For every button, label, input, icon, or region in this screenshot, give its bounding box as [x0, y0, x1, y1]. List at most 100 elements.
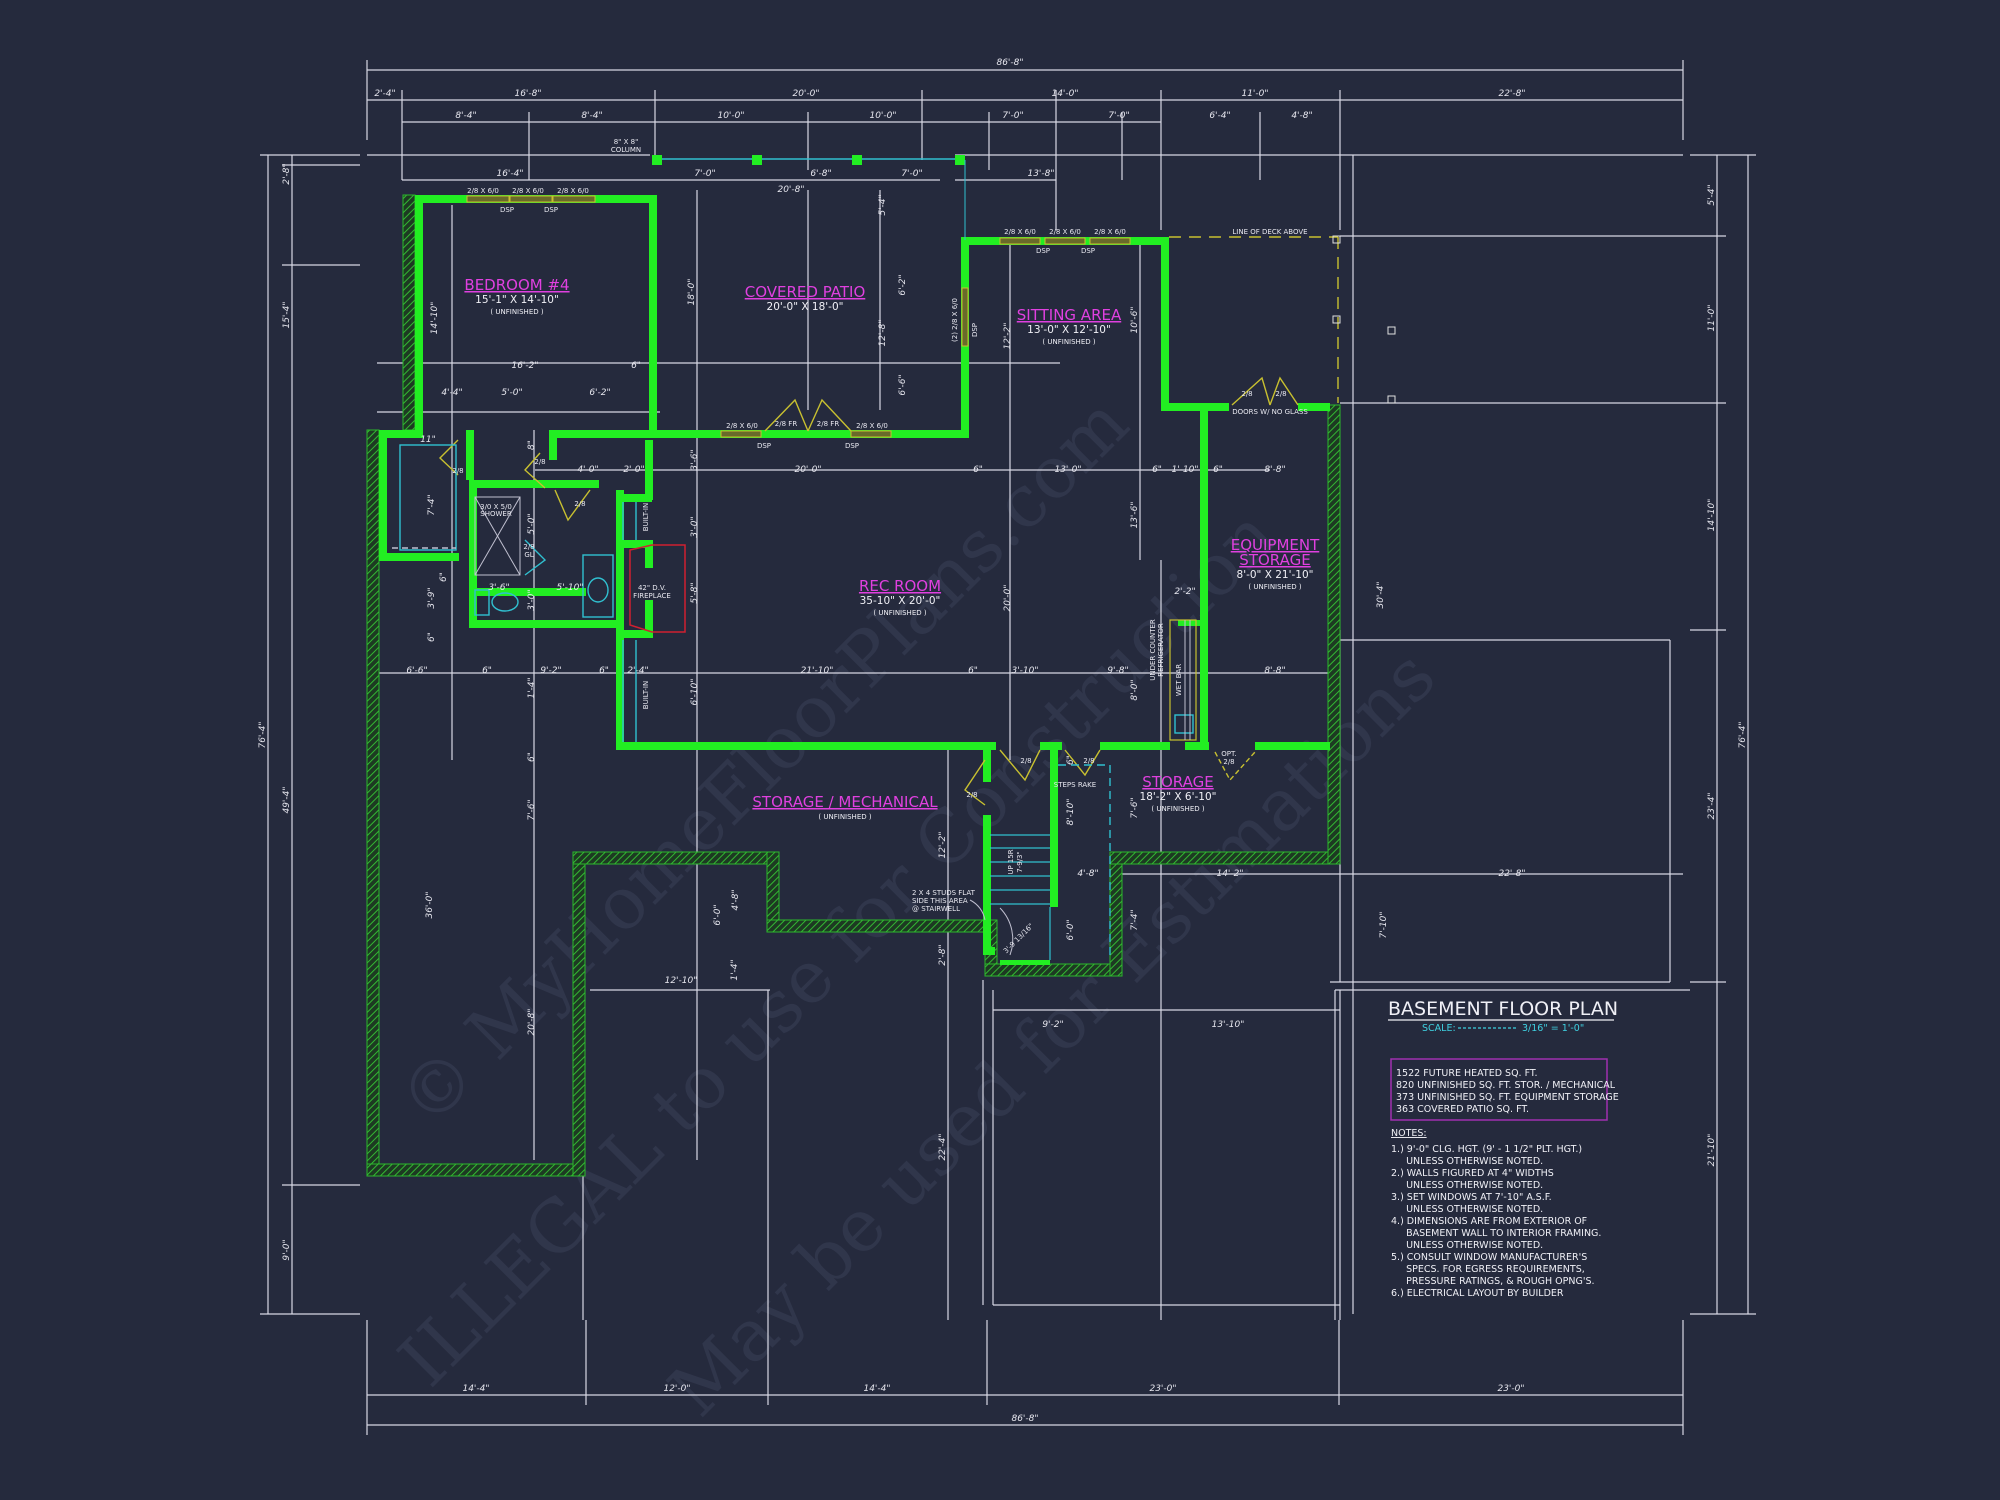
svg-text:4'-8": 4'-8" — [1077, 869, 1098, 879]
svg-text:DOORS W/ NO GLASS: DOORS W/ NO GLASS — [1232, 408, 1308, 416]
fixtures — [392, 444, 1197, 960]
svg-text:UNLESS OTHERWISE NOTED.: UNLESS OTHERWISE NOTED. — [1391, 1180, 1543, 1191]
svg-text:11'-0": 11'-0" — [1707, 304, 1717, 331]
svg-text:2/8 X 6/0: 2/8 X 6/0 — [1094, 228, 1126, 236]
svg-text:20'-0": 20'-0" — [792, 89, 819, 99]
svg-text:2'-4": 2'-4" — [627, 666, 648, 676]
svg-text:2/8: 2/8 — [1020, 757, 1031, 765]
svg-text:23'-0": 23'-0" — [1497, 1384, 1524, 1394]
svg-text:6'-0": 6'-0" — [1066, 919, 1076, 940]
svg-text:EQUIPMENT: EQUIPMENT — [1231, 536, 1320, 554]
svg-text:2'-0": 2'-0" — [623, 465, 644, 475]
svg-text:6'-2": 6'-2" — [898, 274, 908, 295]
svg-text:DSP: DSP — [500, 206, 514, 214]
svg-text:6": 6" — [1213, 465, 1223, 475]
svg-text:9'-2": 9'-2" — [540, 666, 561, 676]
svg-text:9'-8": 9'-8" — [1107, 666, 1128, 676]
svg-text:DSP: DSP — [757, 442, 771, 450]
svg-text:13'-8": 13'-8" — [1027, 169, 1054, 179]
svg-text:14'-4": 14'-4" — [863, 1384, 890, 1394]
svg-text:11'-0": 11'-0" — [1241, 89, 1268, 99]
interior-dimensions: 16'-2" 6" 14'-10" 4'-4" 5'-0" 6'-2" 4'-0… — [406, 194, 1525, 1160]
svg-text:LINE OF DECK ABOVE: LINE OF DECK ABOVE — [1232, 228, 1307, 236]
svg-text:2/8 FR: 2/8 FR — [775, 420, 798, 428]
svg-text:2/8 X 6/0: 2/8 X 6/0 — [512, 187, 544, 195]
svg-text:8" X 8": 8" X 8" — [614, 138, 639, 146]
svg-text:2/8 X 6/0: 2/8 X 6/0 — [726, 422, 758, 430]
right-dimensions: 5'-4" 11'-0" 14'-10" 23'-4" 21'-10" 76'-… — [1707, 184, 1748, 1166]
svg-text:18'-2" X 6'-10": 18'-2" X 6'-10" — [1140, 791, 1217, 803]
svg-text:5'-4": 5'-4" — [1707, 184, 1717, 205]
svg-text:2/8: 2/8 — [966, 791, 977, 799]
svg-text:21'-10": 21'-10" — [1707, 1134, 1717, 1167]
svg-text:8'-4": 8'-4" — [455, 111, 476, 121]
svg-text:9'-0": 9'-0" — [282, 1239, 292, 1260]
svg-text:6": 6" — [1152, 465, 1162, 475]
svg-text:STORAGE / MECHANICAL: STORAGE / MECHANICAL — [752, 793, 938, 811]
svg-text:NOTES:: NOTES: — [1391, 1128, 1427, 1139]
svg-text:2'-8": 2'-8" — [282, 163, 292, 184]
svg-text:18'-0": 18'-0" — [687, 278, 697, 305]
svg-text:14'-2": 14'-2" — [1216, 869, 1243, 879]
svg-text:4'-0": 4'-0" — [577, 465, 598, 475]
svg-text:76'-4": 76'-4" — [258, 721, 268, 748]
svg-text:( UNFINISHED ): ( UNFINISHED ) — [818, 813, 871, 821]
svg-text:4.) DIMENSIONS ARE FROM EXTERI: 4.) DIMENSIONS ARE FROM EXTERIOR OF — [1391, 1216, 1587, 1227]
svg-text:7'-4": 7'-4" — [427, 494, 437, 515]
dimension-lines — [260, 60, 1756, 1435]
svg-text:8'-8": 8'-8" — [1264, 465, 1285, 475]
svg-text:BUILT-IN: BUILT-IN — [642, 503, 650, 531]
plan-title: BASEMENT FLOOR PLAN — [1388, 998, 1618, 1020]
svg-text:12'-2": 12'-2" — [938, 831, 948, 858]
svg-text:@ STAIRWELL: @ STAIRWELL — [912, 905, 960, 913]
svg-text:15'-4": 15'-4" — [282, 301, 292, 328]
svg-text:6": 6" — [527, 752, 537, 762]
svg-text:( UNFINISHED ): ( UNFINISHED ) — [490, 308, 543, 316]
svg-text:COVERED PATIO: COVERED PATIO — [745, 283, 866, 301]
room-storage: STORAGE 18'-2" X 6'-10" ( UNFINISHED ) — [1140, 773, 1217, 813]
svg-text:2.) WALLS FIGURED AT 4" WIDTHS: 2.) WALLS FIGURED AT 4" WIDTHS — [1391, 1168, 1554, 1179]
room-rec-room: REC ROOM 35-10" X 20'-0" ( UNFINISHED ) — [859, 577, 941, 617]
room-storage-mechanical: STORAGE / MECHANICAL ( UNFINISHED ) — [752, 793, 938, 821]
room-covered-patio: COVERED PATIO 20'-0" X 18'-0" — [745, 283, 866, 313]
svg-text:10'-0": 10'-0" — [869, 111, 896, 121]
svg-text:13'-0": 13'-0" — [1054, 465, 1081, 475]
svg-text:7'-0": 7'-0" — [1108, 111, 1129, 121]
svg-text:2/8: 2/8 — [1083, 757, 1094, 765]
svg-text:(2) 2/8 X 6/0: (2) 2/8 X 6/0 — [951, 298, 959, 342]
svg-text:22'-8": 22'-8" — [1498, 89, 1525, 99]
svg-text:DSP: DSP — [845, 442, 859, 450]
svg-text:DSP: DSP — [1036, 247, 1050, 255]
svg-text:2/8 X 6/0: 2/8 X 6/0 — [856, 422, 888, 430]
svg-text:3'-0": 3'-0" — [690, 516, 700, 537]
svg-text:42" D.V.: 42" D.V. — [638, 584, 666, 592]
svg-text:2 X 4 STUDS FLAT: 2 X 4 STUDS FLAT — [912, 889, 976, 897]
svg-text:20'-0": 20'-0" — [1003, 584, 1013, 611]
svg-text:5'-0": 5'-0" — [527, 513, 537, 534]
svg-text:7'-0": 7'-0" — [901, 169, 922, 179]
svg-text:13'-6": 13'-6" — [1130, 501, 1140, 528]
svg-text:2/8: 2/8 — [574, 500, 585, 508]
svg-text:2/8 X 6/0: 2/8 X 6/0 — [1004, 228, 1036, 236]
svg-text:1'-4": 1'-4" — [730, 959, 740, 980]
svg-text:6": 6" — [968, 666, 978, 676]
svg-text:2/8 X 6/0: 2/8 X 6/0 — [467, 187, 499, 195]
svg-text:3'-6": 3'-6" — [690, 449, 700, 470]
svg-text:20'-0" X 18'-0": 20'-0" X 18'-0" — [767, 301, 844, 313]
svg-text:6'-2": 6'-2" — [589, 388, 610, 398]
svg-text:7'-6": 7'-6" — [527, 799, 537, 820]
svg-text:REFRIGERATOR: REFRIGERATOR — [1157, 623, 1165, 677]
svg-text:13'-10": 13'-10" — [1212, 1020, 1245, 1030]
svg-text:2'-8": 2'-8" — [938, 944, 948, 965]
svg-text:363 COVERED PATIO SQ. FT.: 363 COVERED PATIO SQ. FT. — [1396, 1104, 1529, 1115]
svg-text:STORAGE: STORAGE — [1239, 551, 1310, 569]
svg-text:1522 FUTURE HEATED SQ. FT.: 1522 FUTURE HEATED SQ. FT. — [1396, 1068, 1538, 1079]
svg-text:WET BAR: WET BAR — [1175, 664, 1183, 696]
svg-text:2/8: 2/8 — [1223, 758, 1234, 766]
svg-text:12'-0": 12'-0" — [663, 1384, 690, 1394]
svg-text:22'-4": 22'-4" — [938, 1133, 948, 1160]
svg-text:PRESSURE RATINGS, & ROUGH OPNG: PRESSURE RATINGS, & ROUGH OPNG'S. — [1391, 1276, 1595, 1287]
foundation-walls — [366, 194, 1341, 1177]
svg-text:2/8 FR: 2/8 FR — [817, 420, 840, 428]
svg-text:1.) 9'-0" CLG. HGT. (9' - 1 1: 1.) 9'-0" CLG. HGT. (9' - 1 1/2" PLT. HG… — [1391, 1144, 1582, 1155]
